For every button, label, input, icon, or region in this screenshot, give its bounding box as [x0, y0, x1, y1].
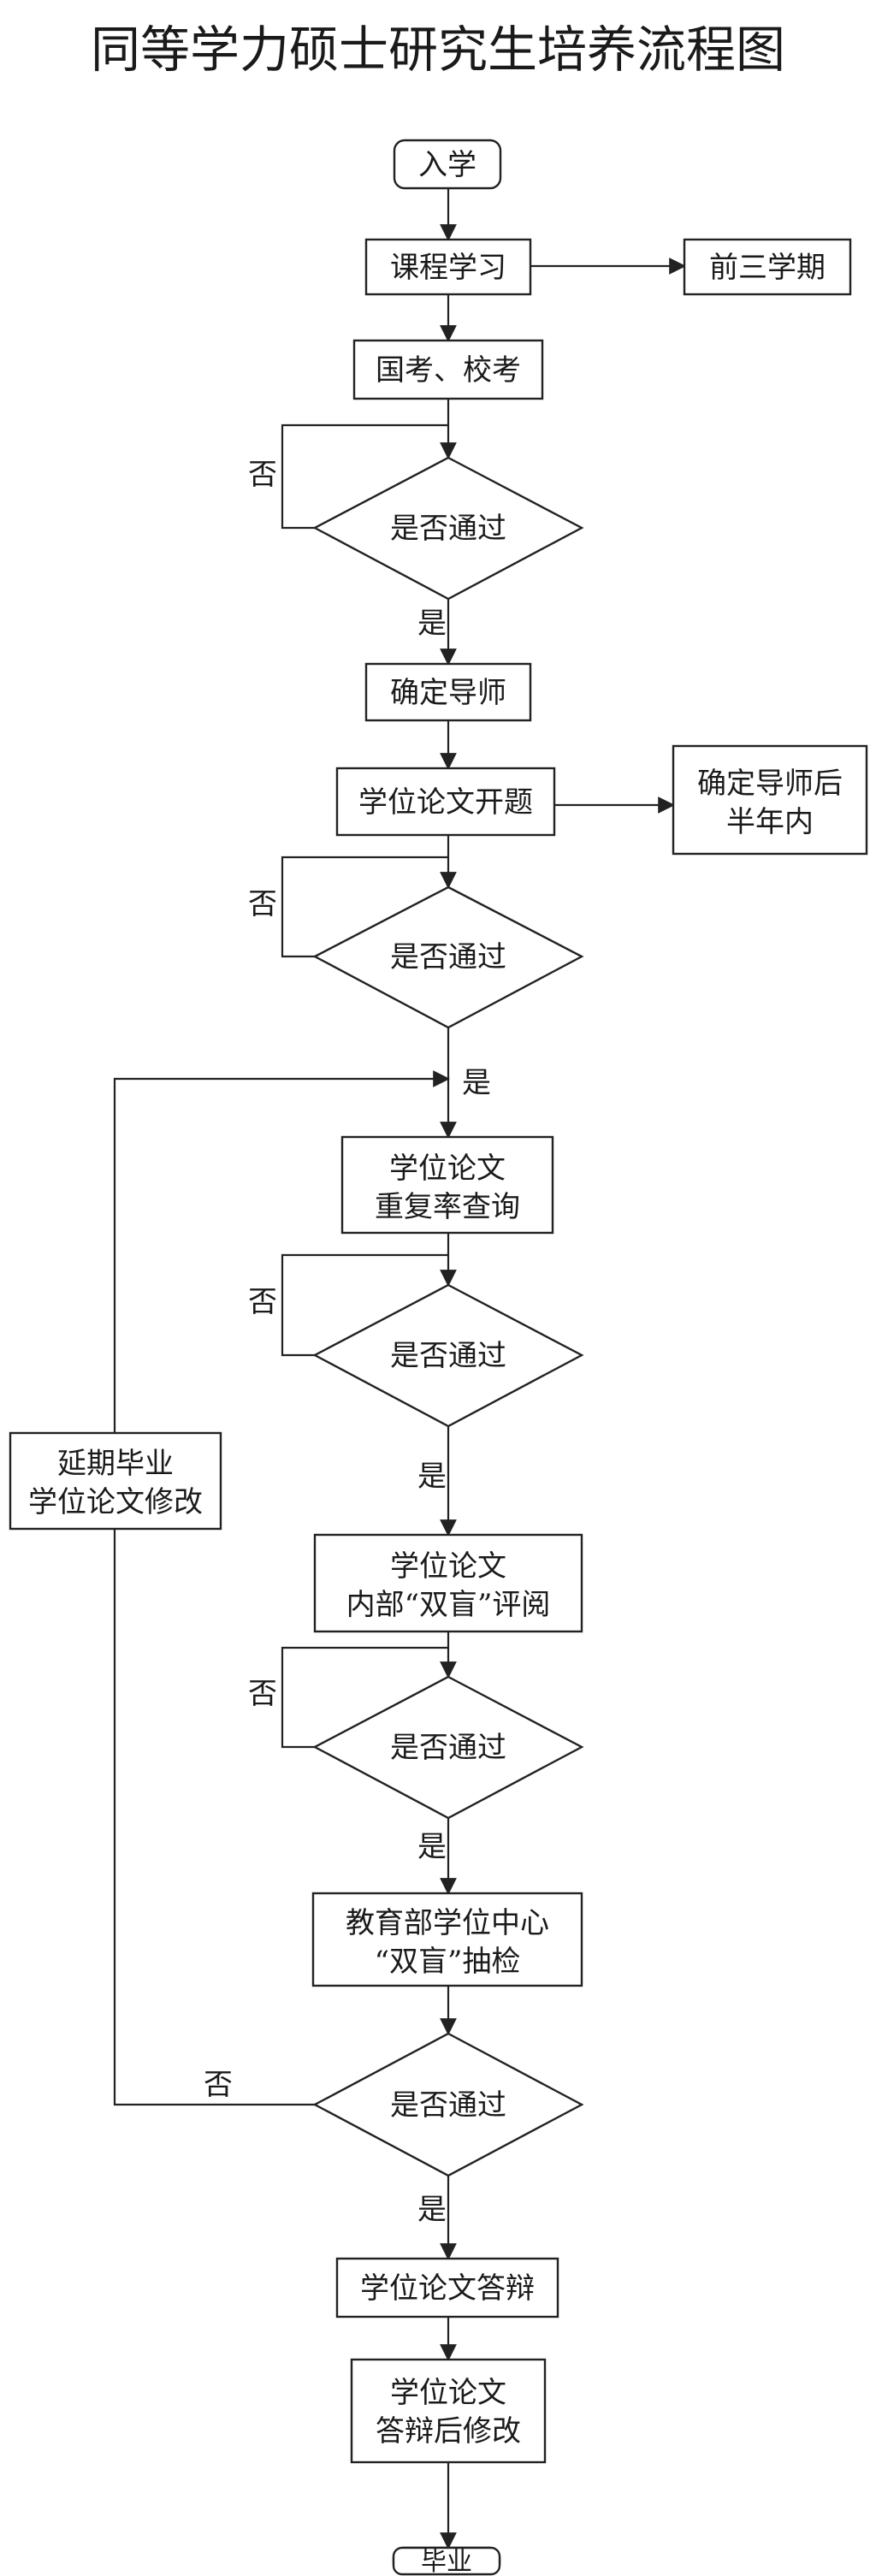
revision-line1: 学位论文 [390, 2376, 506, 2410]
coursework-node: 课程学习 [364, 238, 532, 296]
first-three-terms-note: 前三学期 [683, 238, 852, 296]
ministry-check-line2: “双盲”抽检 [375, 1945, 521, 1979]
delay-node: 延期毕业 学位论文修改 [9, 1431, 222, 1531]
label-yes-proposal: 是 [462, 1066, 491, 1100]
internal-review-node: 学位论文 内部“双盲”评阅 [313, 1533, 583, 1633]
connectors [106, 188, 686, 2549]
label-yes-ministry: 是 [417, 2193, 447, 2227]
page-title: 同等学力硕士研究生培养流程图 [91, 21, 785, 79]
ministry-check-node: 教育部学位中心 “双盲”抽检 [311, 1892, 583, 1987]
plagiarism-line2: 重复率查询 [375, 1190, 520, 1224]
half-year-line1: 确定导师后 [697, 767, 843, 801]
coursework-label: 课程学习 [390, 251, 506, 285]
label-yes-plagiarism: 是 [417, 1460, 447, 1494]
decision-exam: 是否通过 [312, 456, 584, 601]
label-yes-internal: 是 [417, 1830, 447, 1864]
label-yes-exam: 是 [417, 607, 447, 641]
internal-review-line2: 内部“双盲”评阅 [346, 1588, 551, 1622]
start-node: 入学 [393, 139, 502, 190]
label-no-exam: 否 [248, 458, 277, 492]
decision-internal: 是否通过 [312, 1675, 584, 1820]
revision-line2: 答辩后修改 [376, 2414, 521, 2449]
plagiarism-line1: 学位论文 [389, 1152, 506, 1186]
plagiarism-node: 学位论文 重复率查询 [340, 1135, 554, 1235]
proposal-node: 学位论文开题 [335, 767, 556, 837]
decision-ministry-label: 是否通过 [390, 2088, 506, 2123]
decision-exam-label: 是否通过 [390, 512, 506, 546]
label-no-proposal: 否 [248, 887, 277, 921]
exam-node: 国考、校考 [352, 339, 544, 400]
half-year-note: 确定导师后 半年内 [672, 744, 868, 856]
start-label: 入学 [418, 148, 476, 182]
defense-node: 学位论文答辩 [335, 2257, 559, 2318]
decision-ministry: 是否通过 [312, 2032, 584, 2177]
delay-line2: 学位论文修改 [28, 1485, 203, 1519]
delay-line1: 延期毕业 [57, 1447, 174, 1481]
decision-plagiarism: 是否通过 [312, 1283, 584, 1428]
edge-labels: 否 是 否 是 否 是 否 是 否 是 [204, 458, 491, 2227]
decision-proposal: 是否通过 [312, 885, 584, 1029]
internal-review-line1: 学位论文 [390, 1549, 506, 1584]
decision-proposal-label: 是否通过 [390, 940, 506, 974]
defense-label: 学位论文答辩 [360, 2271, 535, 2306]
exam-label: 国考、校考 [376, 353, 521, 388]
decision-plagiarism-label: 是否通过 [390, 1339, 506, 1373]
proposal-label: 学位论文开题 [358, 785, 533, 820]
label-no-ministry: 否 [204, 2068, 233, 2102]
revision-node: 学位论文 答辩后修改 [350, 2358, 547, 2464]
half-year-line2: 半年内 [726, 805, 814, 839]
decision-internal-label: 是否通过 [390, 1731, 506, 1765]
ministry-check-line1: 教育部学位中心 [346, 1906, 549, 1940]
advisor-label: 确定导师 [390, 676, 506, 710]
label-no-plagiarism: 否 [248, 1285, 277, 1319]
label-no-internal: 否 [248, 1677, 277, 1711]
first-three-terms-label: 前三学期 [709, 251, 826, 285]
graduate-label: 毕业 [421, 2547, 472, 2576]
advisor-node: 确定导师 [364, 662, 532, 722]
graduate-node: 毕业 [392, 2546, 501, 2576]
